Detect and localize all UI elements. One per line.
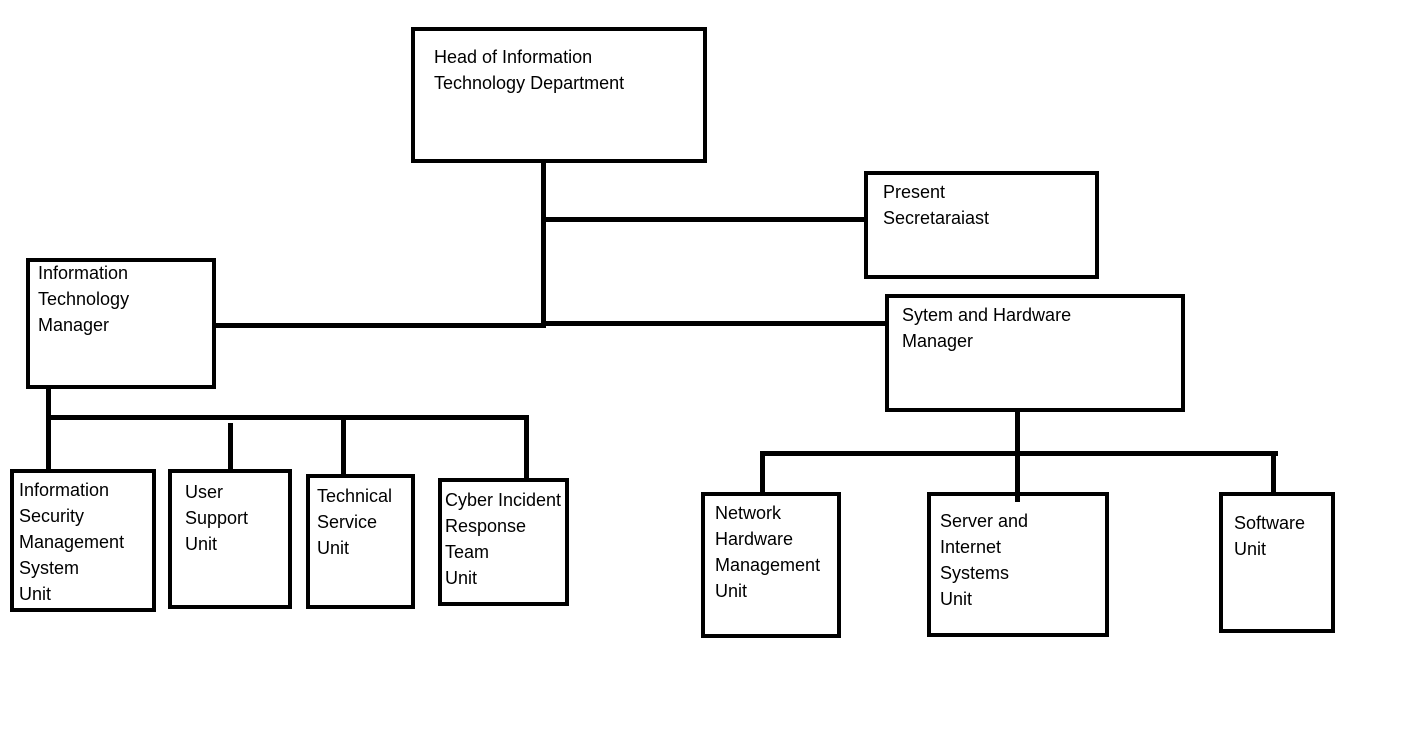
node-label-line: Network: [715, 503, 782, 523]
node-label-line: Head of Information: [434, 47, 593, 67]
node-label-line: Response: [445, 516, 527, 536]
node-server-internet-unit: Server and Internet Systems Unit: [927, 492, 1109, 637]
node-label-line: Team: [445, 542, 490, 562]
node-technical-service-unit: Technical Service Unit: [306, 474, 415, 609]
node-label-line: Management: [19, 532, 125, 552]
node-cyber-incident-unit: Cyber Incident Response Team Unit: [438, 478, 569, 606]
node-label-line: Unit: [19, 584, 52, 604]
node-label-line: Server and: [940, 511, 1029, 531]
node-label-line: Technology: [38, 289, 130, 309]
connector-head-trunk-lower: [541, 278, 546, 328]
node-label-line: Security: [19, 506, 85, 526]
node-label-line: System: [19, 558, 80, 578]
node-label-line: Technical: [317, 486, 393, 506]
connector-bus-software: [1271, 451, 1276, 495]
node-label-line: Hardware: [715, 529, 794, 549]
node-label-line: Software: [1234, 513, 1306, 533]
node-label-line: Systems: [940, 563, 1010, 583]
node-label-line: Management: [715, 555, 821, 575]
node-label-line: Unit: [1234, 539, 1267, 559]
node-label-line: Present: [883, 182, 946, 202]
connector-syshw-server-stub: [1015, 451, 1020, 502]
node-label-line: Unit: [445, 568, 478, 588]
node-label-line: Unit: [317, 538, 350, 558]
node-it-manager: Information Technology Manager: [26, 258, 216, 389]
node-label-line: Unit: [715, 581, 748, 601]
node-label-line: Sytem and Hardware: [902, 305, 1072, 325]
connector-bus-technical-service: [341, 415, 346, 477]
node-head-it-department: Head of Information Technology Departmen…: [411, 27, 707, 163]
node-label-line: Service: [317, 512, 378, 532]
node-label-line: Technology Department: [434, 73, 625, 93]
connector-itmgr-main: [212, 323, 546, 328]
node-isms-unit: Information Security Management System U…: [10, 469, 156, 612]
connector-bus-network-hw: [760, 451, 765, 495]
node-system-hardware-manager: Sytem and Hardware Manager: [885, 294, 1185, 412]
node-label-line: Secretaraiast: [883, 208, 990, 228]
node-label-line: Information: [38, 263, 129, 283]
node-user-support-unit: User Support Unit: [168, 469, 292, 609]
connector-itmgr-bus: [46, 415, 529, 420]
node-label-line: Information: [19, 480, 110, 500]
connector-bus-user-support: [228, 423, 233, 472]
node-software-unit: Software Unit: [1219, 492, 1335, 633]
node-network-hardware-unit: Network Hardware Management Unit: [701, 492, 841, 638]
connector-bus-cyber-incident: [524, 415, 529, 488]
node-label-line: Unit: [940, 589, 973, 609]
node-label-line: Manager: [902, 331, 974, 351]
node-label-line: User: [185, 482, 224, 502]
node-label-line: Unit: [185, 534, 218, 554]
node-label-line: Cyber Incident: [445, 490, 562, 510]
node-label-line: Support: [185, 508, 249, 528]
node-label-line: Internet: [940, 537, 1002, 557]
connector-main-syshw: [541, 321, 891, 326]
connector-head-secretariat: [541, 217, 867, 222]
node-secretariat: Present Secretaraiast: [864, 171, 1099, 279]
connector-itmgr-down: [46, 386, 51, 474]
node-label-line: Manager: [38, 315, 110, 335]
